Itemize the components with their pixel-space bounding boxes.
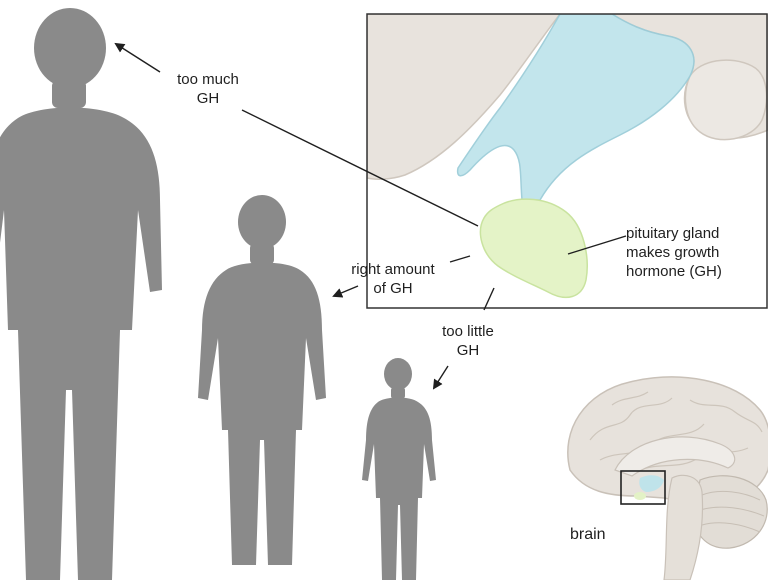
inset-mammillary-body (684, 59, 768, 141)
brain-highlight-box (620, 470, 666, 505)
too-much-arrow (114, 42, 161, 73)
pituitary-gland-label: pituitary gland makes growth hormone (GH… (626, 224, 766, 281)
corpus-callosum (614, 436, 736, 477)
right-amount-tick (449, 255, 471, 263)
too-little-line-1: too little (442, 323, 494, 340)
too-much-leader (241, 109, 479, 227)
inset-pituitary-gland (479, 198, 588, 299)
brain-label: brain (570, 526, 606, 543)
too-much-line-2: GH (196, 90, 220, 107)
short-figure (362, 358, 436, 580)
average-figure (198, 195, 326, 565)
right-amount-line-2: of GH (373, 280, 413, 297)
right-amount-arrow (332, 285, 359, 298)
too-little-arrow (432, 365, 449, 390)
right-amount-gh-label: right amount of GH (338, 260, 448, 298)
right-amount-line-1: right amount (351, 261, 435, 278)
tall-figure (0, 8, 162, 580)
pituitary-line-3: hormone (GH) (626, 263, 722, 280)
pituitary-leader (567, 235, 627, 255)
pituitary-inset (367, 14, 768, 308)
brain-illustration (567, 376, 768, 580)
pituitary-line-1: pituitary gland (626, 225, 720, 242)
brainstem (663, 474, 704, 580)
inset-frame (366, 13, 768, 309)
too-little-line-2: GH (456, 342, 480, 359)
brain-hypothalamus (639, 475, 664, 492)
cerebellum (693, 475, 768, 549)
too-much-line-1: too much (177, 71, 239, 88)
inset-brain-tissue (367, 14, 561, 180)
brain-pituitary (634, 492, 646, 500)
too-little-leader (483, 287, 495, 311)
pituitary-line-2: makes growth (626, 244, 720, 261)
inset-hypothalamus (456, 14, 695, 201)
too-little-gh-label: too little GH (420, 322, 516, 360)
too-much-gh-label: too much GH (160, 70, 256, 108)
